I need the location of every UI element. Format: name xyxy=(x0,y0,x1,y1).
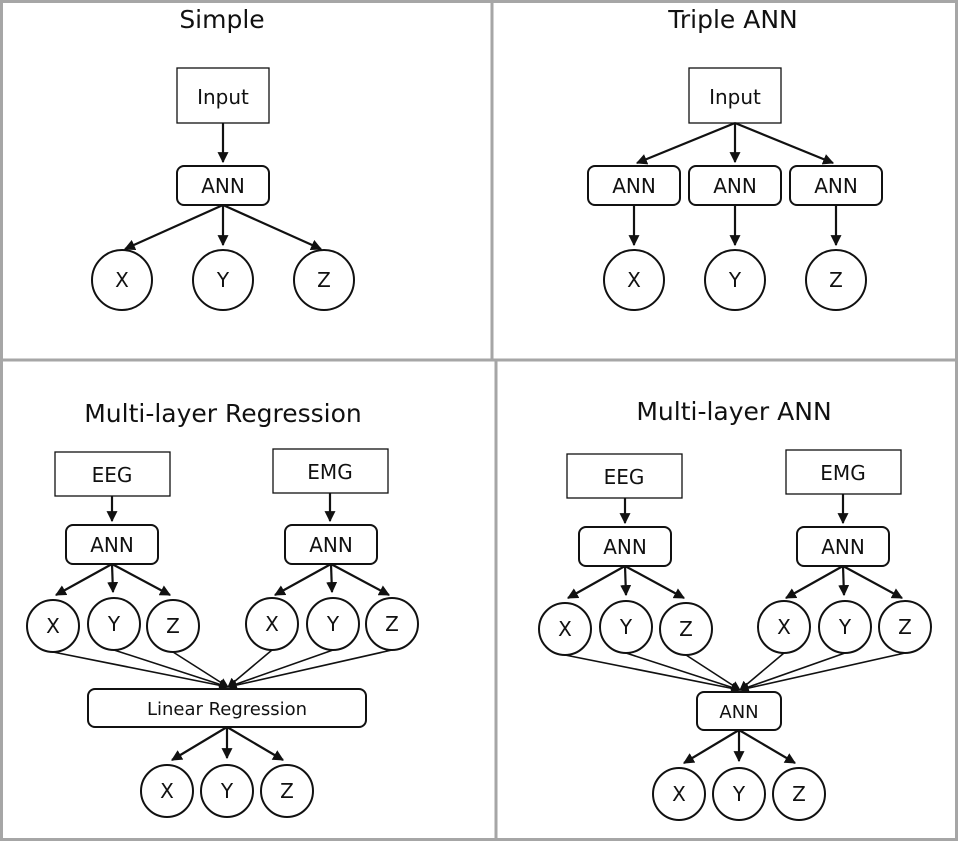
mla-edge-ly-ann xyxy=(625,652,741,692)
simple-output-x xyxy=(91,249,153,311)
mla-final-output-z xyxy=(772,767,826,821)
panel-triple-title: Triple ANN xyxy=(667,5,797,34)
mla-combiner-ann-label: ANN xyxy=(719,702,758,723)
mla-left-output-x-label: X xyxy=(558,617,572,641)
mla-right-output-x-label: X xyxy=(777,615,791,639)
mlr-edge-lr-z xyxy=(226,726,284,761)
triple-output-z-label: Z xyxy=(829,268,843,292)
mla-final-output-y xyxy=(712,767,766,821)
simple-edge-ann-z xyxy=(222,203,323,251)
mla-edge-lz-ann xyxy=(685,654,741,691)
mla-edge-ry-ann xyxy=(739,652,846,692)
mlr-right-output-z-label: Z xyxy=(385,612,399,636)
triple-input-box xyxy=(688,67,782,124)
triple-output-y-label: Y xyxy=(728,268,742,292)
mla-edge-annr-z xyxy=(842,565,903,599)
simple-output-x-label: X xyxy=(115,268,129,292)
simple-output-y xyxy=(192,249,254,311)
mla-final-output-z-label: Z xyxy=(792,782,806,806)
mlr-left-output-y-label: Y xyxy=(107,612,121,636)
simple-output-z-label: Z xyxy=(317,268,331,292)
mla-edge-ann-x xyxy=(683,729,740,764)
panel-ml-regression-title: Multi-layer Regression xyxy=(84,399,362,428)
mlr-linear-regression-label: Linear Regression xyxy=(147,699,307,720)
simple-output-z xyxy=(293,249,355,311)
panel-multi-layer-ann: Multi-layer ANN EEG EMG ANN ANN X Y Z X … xyxy=(538,397,932,821)
panel-triple-ann: Triple ANN Input ANN ANN ANN X Y Z xyxy=(587,5,883,311)
triple-ann3-label: ANN xyxy=(814,174,858,198)
simple-input-label: Input xyxy=(197,85,249,109)
mlr-edge-annl-y xyxy=(107,563,119,594)
mla-edge-ann-z xyxy=(738,729,796,764)
mlr-edge-rz-lr xyxy=(227,649,393,690)
mla-left-output-y-label: Y xyxy=(619,615,633,639)
mlr-final-output-y-label: Y xyxy=(220,779,234,803)
mla-edge-annr-x xyxy=(785,565,844,599)
mla-right-output-z-label: Z xyxy=(898,615,912,639)
mlr-ann-left-label: ANN xyxy=(90,533,134,557)
triple-ann1-label: ANN xyxy=(612,174,656,198)
mla-right-output-y-label: Y xyxy=(838,615,852,639)
simple-output-y-label: Y xyxy=(216,268,230,292)
mlr-edge-annl-x xyxy=(55,563,113,596)
triple-ann2-label: ANN xyxy=(713,174,757,198)
mla-edge-lx-ann xyxy=(564,654,741,694)
mlr-edge-annr-z xyxy=(330,563,390,596)
triple-output-y xyxy=(704,249,766,311)
mla-ann-right-label: ANN xyxy=(821,535,865,559)
mla-edge-annl-y xyxy=(620,565,632,597)
mlr-final-output-x xyxy=(140,764,194,818)
triple-output-x-label: X xyxy=(627,268,641,292)
mlr-eeg-label: EEG xyxy=(92,463,133,487)
mla-eeg-box xyxy=(566,453,683,499)
mlr-edge-ly-lr xyxy=(113,649,229,689)
mlr-final-output-z-label: Z xyxy=(280,779,294,803)
mla-edge-rz-ann xyxy=(739,652,906,693)
mla-emg-label: EMG xyxy=(820,461,865,485)
mlr-edge-annr-x xyxy=(274,563,332,596)
triple-edge-input-ann3 xyxy=(734,121,835,165)
mla-left-output-z-label: Z xyxy=(679,617,693,641)
mla-final-output-y-label: Y xyxy=(732,782,746,806)
panel-simple-title: Simple xyxy=(179,5,264,34)
mlr-ann-right-label: ANN xyxy=(309,533,353,557)
mla-final-output-x xyxy=(652,767,706,821)
mlr-left-output-x-label: X xyxy=(46,614,60,638)
mla-edge-annr-y xyxy=(838,565,850,597)
mlr-final-output-y xyxy=(200,764,254,818)
triple-output-x xyxy=(603,249,665,311)
mlr-edge-annr-y xyxy=(326,563,338,594)
mlr-emg-label: EMG xyxy=(307,460,352,484)
simple-ann-label: ANN xyxy=(201,174,245,198)
mla-eeg-label: EEG xyxy=(604,465,645,489)
mlr-right-output-x-label: X xyxy=(265,612,279,636)
mlr-edge-lx-lr xyxy=(52,651,229,691)
mlr-edge-annl-z xyxy=(111,563,171,596)
triple-output-z xyxy=(805,249,867,311)
mla-edge-annl-x xyxy=(567,565,626,599)
mlr-edge-ry-lr xyxy=(227,649,334,689)
mlr-final-output-x-label: X xyxy=(160,779,174,803)
mlr-right-output-y-label: Y xyxy=(326,612,340,636)
mlr-final-output-z xyxy=(260,764,314,818)
panel-simple: Simple Input ANN X Y Z xyxy=(91,5,355,311)
panel-multi-layer-regression: Multi-layer Regression EEG EMG ANN ANN X… xyxy=(26,399,419,818)
mla-final-output-x-label: X xyxy=(672,782,686,806)
triple-input-label: Input xyxy=(709,85,761,109)
mlr-left-output-z-label: Z xyxy=(166,614,180,638)
mlr-eeg-box xyxy=(54,451,171,497)
triple-edge-input-ann1 xyxy=(635,121,736,165)
simple-input-box xyxy=(176,67,270,124)
panel-ml-ann-title: Multi-layer ANN xyxy=(636,397,831,426)
mlr-edge-lz-lr xyxy=(172,651,229,688)
mlr-edge-lr-x xyxy=(171,726,228,761)
simple-edge-ann-x xyxy=(123,203,224,251)
mla-edge-annl-z xyxy=(624,565,685,599)
mla-ann-left-label: ANN xyxy=(603,535,647,559)
